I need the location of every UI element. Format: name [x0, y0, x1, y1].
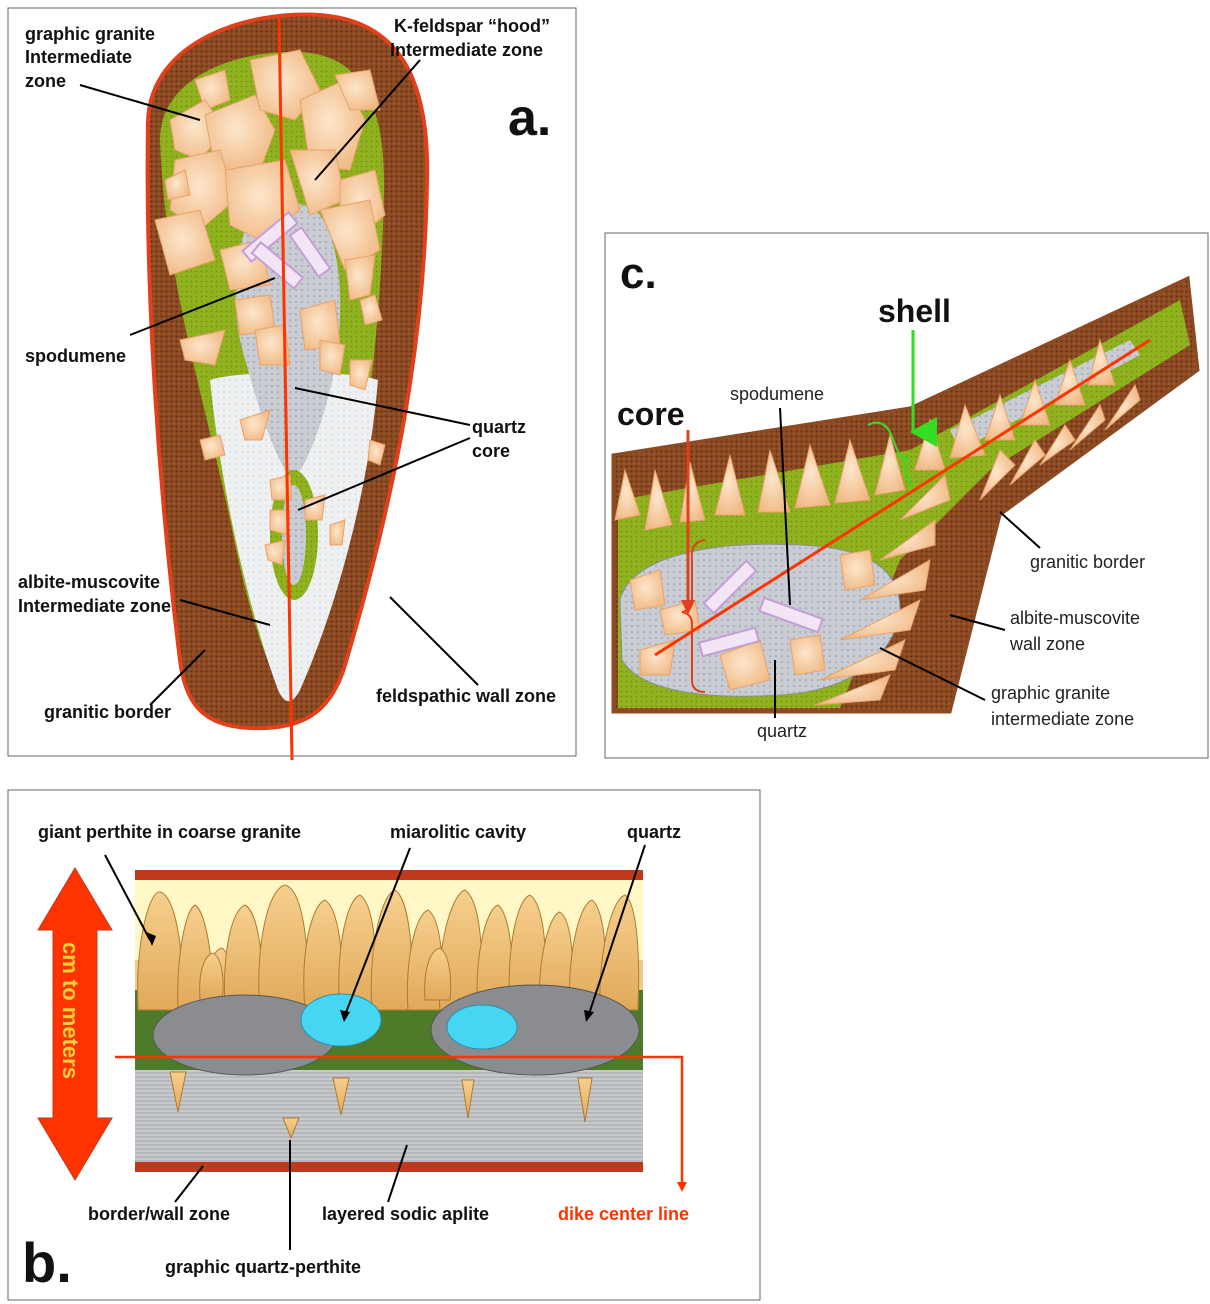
panel-c: c. shell core spodumene granitic border …: [605, 233, 1208, 758]
label-spodumene-c: spodumene: [730, 384, 824, 404]
label-cm-to-meters: cm to meters: [58, 942, 83, 1079]
label-quartz-core-2: core: [472, 441, 510, 461]
label-granitic-border-a: granitic border: [44, 702, 171, 722]
border-wall-top: [135, 870, 643, 880]
label-quartz-b: quartz: [627, 822, 681, 842]
label-shell: shell: [878, 293, 951, 329]
label-albite-1: albite-muscovite: [18, 572, 160, 592]
label-graphic-qp: graphic quartz-perthite: [165, 1257, 361, 1277]
border-wall-bottom: [135, 1162, 643, 1172]
label-albite-c-2: wall zone: [1009, 634, 1085, 654]
label-albite-2: Intermediate zone: [18, 596, 171, 616]
label-spodumene-a: spodumene: [25, 346, 126, 366]
miarolitic-cavity-right: [447, 1005, 517, 1049]
miarolitic-cavity-left: [301, 994, 381, 1046]
label-layered-aplite: layered sodic aplite: [322, 1204, 489, 1224]
label-granitic-border-c: granitic border: [1030, 552, 1145, 572]
label-kfeldspar-1: K-feldspar “hood”: [394, 16, 550, 36]
label-graphic-c-2: intermediate zone: [991, 709, 1134, 729]
panel-b: cm to meters giant perthite in coarse gr…: [8, 790, 760, 1300]
label-core: core: [617, 396, 685, 432]
label-dike-center: dike center line: [558, 1204, 689, 1224]
panel-b-letter: b.: [22, 1231, 72, 1294]
label-giant-perthite: giant perthite in coarse granite: [38, 822, 301, 842]
label-kfeldspar-2: Intermediate zone: [390, 40, 543, 60]
panel-a-letter: a.: [508, 89, 551, 147]
layered-aplite: [135, 1070, 643, 1162]
label-quartz-c: quartz: [757, 721, 807, 741]
label-albite-c-1: albite-muscovite: [1010, 608, 1140, 628]
label-graphic-c-1: graphic granite: [991, 683, 1110, 703]
panel-a: graphic granite Intermediate zone K-feld…: [8, 8, 576, 760]
label-feldspathic: feldspathic wall zone: [376, 686, 556, 706]
label-miarolitic: miarolitic cavity: [390, 822, 526, 842]
panel-c-letter: c.: [620, 249, 657, 298]
label-graphic-granite-1: graphic granite: [25, 24, 155, 44]
label-border-wall: border/wall zone: [88, 1204, 230, 1224]
label-graphic-granite-2: Intermediate: [25, 47, 132, 67]
label-quartz-core-1: quartz: [472, 417, 526, 437]
label-graphic-granite-3: zone: [25, 71, 66, 91]
